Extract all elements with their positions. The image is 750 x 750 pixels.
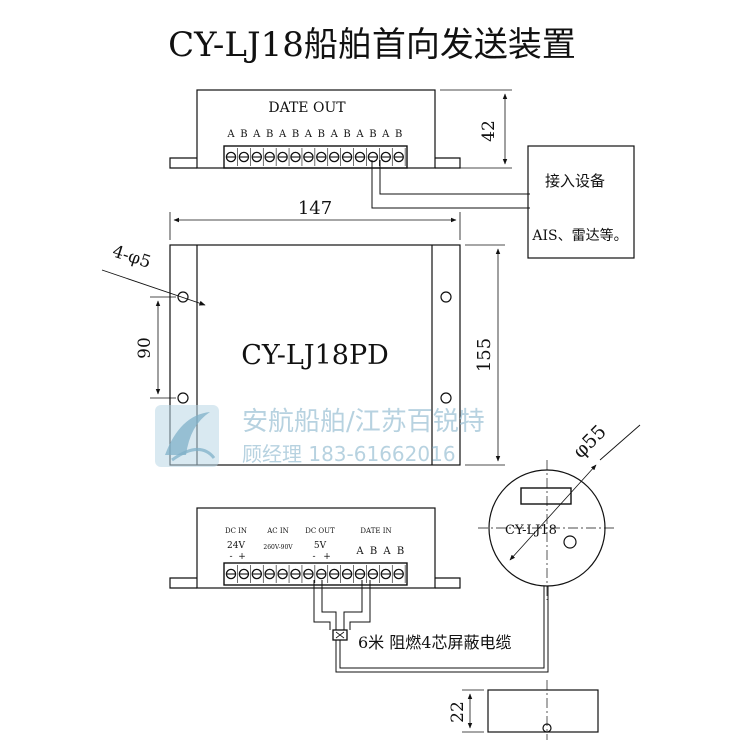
sensor-cable	[339, 586, 545, 669]
sensor-height-dim: 22	[448, 701, 468, 723]
terminal-screw	[225, 151, 237, 163]
terminal-screw	[393, 151, 404, 163]
bottom-view-flange-right	[435, 577, 461, 589]
terminal-screw	[251, 151, 263, 163]
terminal-screw	[290, 568, 301, 580]
terminal-screw	[367, 151, 379, 163]
terminal-screw	[238, 568, 250, 580]
top-output-wires	[371, 160, 530, 209]
terminal-screw	[238, 151, 250, 163]
top-date-out-label: DATE OUT	[268, 100, 346, 116]
dc-in-plus: +	[238, 552, 246, 562]
top-pin-label: A	[381, 129, 390, 140]
mount-hole-tl	[177, 291, 189, 303]
top-pin-label: A	[226, 129, 235, 140]
terminal-screw	[354, 568, 366, 580]
dc-out-minus: -	[312, 552, 315, 562]
top-pin-label: B	[343, 129, 350, 140]
top-pin-label: B	[266, 129, 273, 140]
top-pin-label: B	[369, 129, 376, 140]
main-width-dim: 147	[298, 198, 332, 219]
watermark-contact: 顾经理 183-61662016	[242, 442, 456, 466]
terminal-screw	[290, 151, 301, 163]
connect-device-line2: AIS、雷达等。	[531, 227, 627, 244]
main-view-body	[169, 244, 461, 466]
sensor-view	[462, 424, 641, 740]
sensor-label: CY-LJ18	[505, 523, 557, 538]
terminal-screw	[225, 568, 237, 580]
terminal-screw	[277, 568, 288, 580]
bottom-view-flange-left	[169, 577, 197, 589]
dc-in-label: DC IN	[225, 527, 247, 535]
top-view	[169, 89, 512, 169]
drawing-title: CY-LJ18船舶首向发送装置	[168, 25, 576, 65]
terminal-screw	[341, 568, 353, 580]
top-pin-label: A	[304, 129, 313, 140]
terminal-screw	[303, 568, 314, 580]
terminal-screw	[341, 151, 353, 163]
sensor-cable-port	[563, 535, 577, 549]
dc-out-voltage: 5V	[314, 541, 327, 551]
top-terminal-block	[223, 145, 408, 169]
dc-in-voltage: 24V	[227, 541, 245, 551]
watermark-company: 安航船舶/江苏百锐特	[242, 407, 485, 437]
terminal-screw	[380, 151, 392, 163]
dc-out-plus: +	[323, 552, 331, 562]
hole-size-label: 4-φ5	[110, 242, 154, 273]
hole-spacing-dim: 90	[135, 337, 155, 359]
bottom-pin-label: A	[382, 546, 391, 557]
model-label: CY-LJ18PD	[241, 340, 389, 371]
terminal-screw	[393, 568, 404, 580]
top-pin-label: B	[318, 129, 325, 140]
bottom-view	[169, 507, 549, 673]
top-view-flange-right	[435, 157, 461, 169]
top-height-dim: 42	[479, 120, 499, 142]
top-pin-label: A	[330, 129, 339, 140]
terminal-screw	[316, 151, 327, 163]
cable-spec-label: 6米 阻燃4芯屏蔽电缆	[358, 633, 511, 652]
top-pin-label: A	[252, 129, 261, 140]
terminal-screw	[328, 568, 340, 580]
connect-device-line1: 接入设备	[545, 172, 605, 190]
top-pin-label: B	[395, 129, 402, 140]
terminal-screw	[354, 151, 366, 163]
terminal-screw	[380, 568, 392, 580]
terminal-screw	[264, 568, 275, 580]
main-view	[101, 212, 505, 466]
top-view-flange-left	[169, 157, 197, 169]
watermark-logo	[155, 405, 219, 467]
terminal-screw	[316, 568, 327, 580]
bottom-terminal-block	[223, 562, 408, 586]
top-pin-label: A	[278, 129, 287, 140]
date-in-label: DATE IN	[360, 527, 391, 535]
top-pin-label: A	[355, 129, 364, 140]
terminal-screw	[264, 151, 275, 163]
top-pin-label: B	[292, 129, 299, 140]
bottom-pin-label: A	[355, 546, 364, 557]
bottom-pin-label: B	[370, 546, 377, 557]
bottom-view-body	[196, 507, 436, 589]
mount-hole-br	[440, 392, 452, 404]
sensor-slot	[520, 487, 572, 505]
ac-in-label: AC IN	[266, 527, 289, 535]
terminal-screw	[328, 151, 340, 163]
bottom-pin-label: B	[397, 546, 404, 557]
terminal-screw	[367, 568, 379, 580]
sensor-side-view	[487, 689, 599, 733]
mount-hole-bl	[177, 392, 189, 404]
terminal-screw	[251, 568, 263, 580]
connect-device-box	[527, 145, 635, 259]
main-height-dim: 155	[474, 338, 495, 372]
mount-hole-tr	[440, 291, 452, 303]
dc-out-label: DC OUT	[305, 527, 335, 535]
dc-in-minus: -	[229, 552, 232, 562]
terminal-screw	[303, 151, 314, 163]
ac-in-voltage: 260V-90V	[263, 544, 293, 551]
terminal-screw	[277, 151, 288, 163]
top-pin-label: B	[240, 129, 247, 140]
